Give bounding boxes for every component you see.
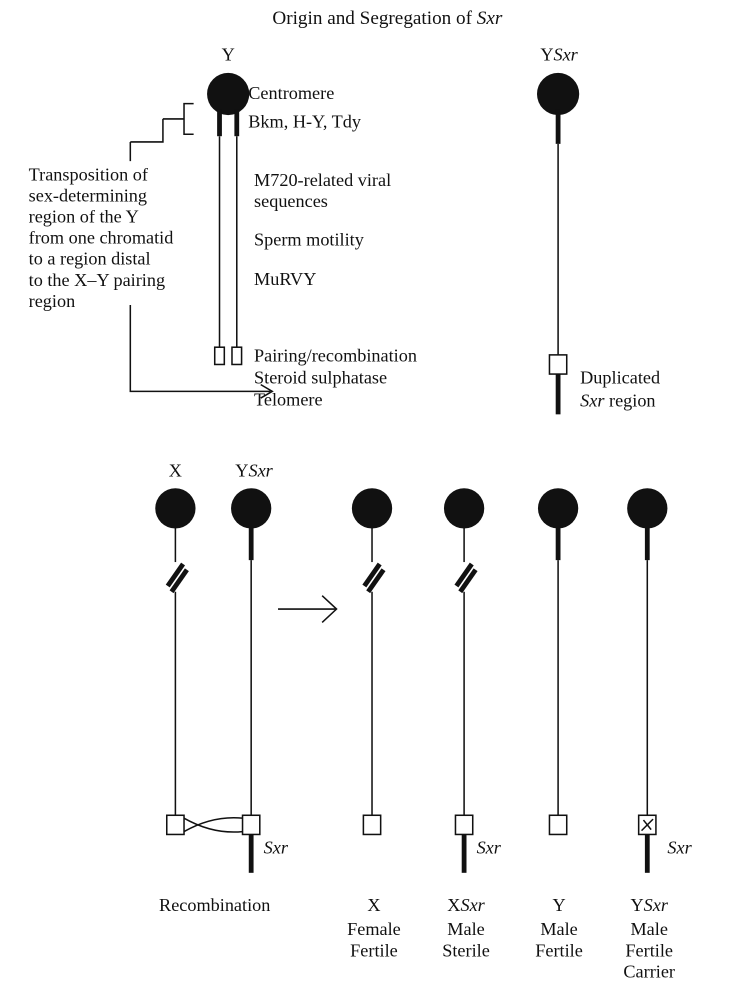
phenotype-xsxr: Male Sterile <box>442 919 490 960</box>
telomere-label: Telomere <box>254 390 323 410</box>
product-label-y: Y <box>552 895 565 915</box>
x-chromosome <box>155 488 195 834</box>
svg-text:sex-determining: sex-determining <box>29 185 147 205</box>
svg-text:Sterile: Sterile <box>442 940 490 960</box>
genes-label: Bkm, H-Y, Tdy <box>248 112 362 132</box>
sxr-tag-xsxr: Sxr <box>477 838 502 858</box>
y-centromere <box>207 73 249 115</box>
product-label-xsxr: XSxr <box>447 895 485 915</box>
x-label: X <box>169 461 182 481</box>
svg-text:Transposition of: Transposition of <box>29 164 149 184</box>
murvy-label: MuRVY <box>254 269 316 289</box>
svg-text:to the X–Y pairing: to the X–Y pairing <box>29 270 165 290</box>
ysxr-centromere-top <box>537 73 579 115</box>
ysxr-chromosome-top <box>549 109 566 414</box>
product-y <box>538 488 578 834</box>
svg-text:Duplicated: Duplicated <box>580 368 660 388</box>
svg-text:Male: Male <box>630 919 667 939</box>
result-arrow <box>278 596 337 623</box>
sxr-tag-left: Sxr <box>264 838 289 858</box>
svg-text:Carrier: Carrier <box>623 961 675 981</box>
svg-text:Sxr region: Sxr region <box>580 391 655 411</box>
product-label-x: X <box>367 895 380 915</box>
product-label-ysxr: YSxr <box>630 895 668 915</box>
product-x <box>352 488 392 834</box>
recombination-label: Recombination <box>159 895 270 915</box>
product-ysxr <box>627 488 667 873</box>
svg-text:from one chromatid: from one chromatid <box>29 228 174 248</box>
svg-text:M720-related viral: M720-related viral <box>254 170 391 190</box>
phenotype-ysxr: Male Fertile Carrier <box>623 919 675 981</box>
ysxr-label-top: YSxr <box>540 44 578 64</box>
y-chromatid-left <box>215 109 225 364</box>
transposition-bracket <box>130 104 193 162</box>
svg-text:to a region distal: to a region distal <box>29 249 151 269</box>
svg-text:region of the Y: region of the Y <box>29 207 139 227</box>
svg-text:Fertile: Fertile <box>350 940 398 960</box>
svg-text:Female: Female <box>347 919 401 939</box>
product-xsxr <box>444 488 484 873</box>
svg-text:Fertile: Fertile <box>535 940 583 960</box>
svg-text:Fertile: Fertile <box>625 940 673 960</box>
y-chromatid-right <box>232 109 242 364</box>
svg-text:Male: Male <box>540 919 577 939</box>
y-label: Y <box>222 44 235 64</box>
phenotype-y: Male Fertile <box>535 919 583 960</box>
svg-text:sequences: sequences <box>254 191 328 211</box>
transposition-text: Transposition of sex-determining region … <box>29 164 174 311</box>
pairing-label: Pairing/recombination <box>254 346 417 366</box>
centromere-label: Centromere <box>248 83 334 103</box>
ysxr-chromosome-bottom <box>231 488 271 873</box>
sperm-motility-label: Sperm motility <box>254 230 365 250</box>
duplicated-sxr-label: Duplicated Sxr region <box>580 368 660 411</box>
crossover <box>184 818 243 832</box>
svg-text:Male: Male <box>447 919 484 939</box>
phenotype-x: Female Fertile <box>347 919 401 960</box>
viral-sequences-label: M720-related viral sequences <box>254 170 391 211</box>
transposition-arrow <box>130 305 272 398</box>
sxr-tag-ysxr: Sxr <box>667 838 692 858</box>
diagram-title: Origin and Segregation of Sxr <box>272 8 503 29</box>
steroid-label: Steroid sulphatase <box>254 368 387 388</box>
svg-text:region: region <box>29 291 76 311</box>
ysxr-label-bottom: YSxr <box>235 461 273 481</box>
